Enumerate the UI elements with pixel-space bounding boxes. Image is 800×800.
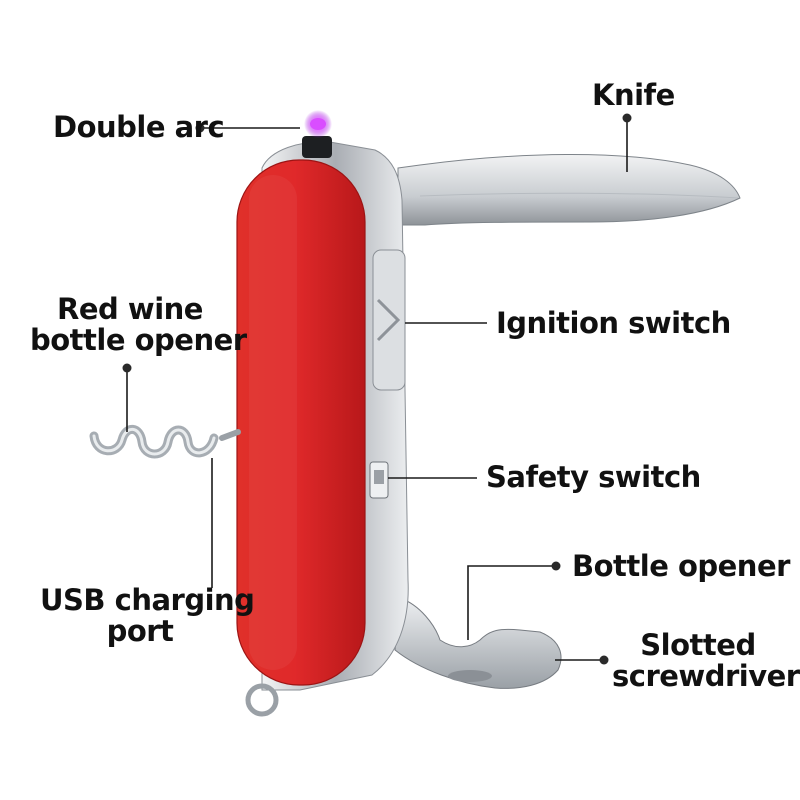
- red-body: [236, 159, 366, 686]
- leader-bottle-opener: [467, 565, 556, 640]
- label-red-wine-line1: Red wine: [57, 292, 203, 326]
- label-usb-charging-port: USB charging port: [40, 583, 255, 648]
- label-slotted-line2: screwdriver: [612, 659, 800, 693]
- dot-double-arc: [195, 123, 205, 133]
- label-ignition-switch: Ignition switch: [496, 306, 731, 340]
- label-bottle-opener: Bottle opener: [572, 549, 790, 583]
- label-red-wine-opener: Red wine bottle opener: [30, 292, 247, 357]
- keyring: [245, 683, 279, 717]
- knife-blade: [397, 153, 741, 226]
- dot-red-wine: [122, 363, 132, 373]
- dot-slotted: [599, 655, 609, 665]
- double-arc-head: [302, 110, 332, 158]
- label-usb-line2: port: [106, 614, 174, 648]
- label-double-arc: Double arc: [53, 110, 225, 144]
- label-safety-switch: Safety switch: [486, 460, 701, 494]
- label-usb-line1: USB charging: [40, 583, 255, 617]
- label-red-wine-line2: bottle opener: [30, 323, 247, 357]
- corkscrew: [89, 424, 241, 459]
- bottle-opener-blade: [394, 597, 562, 689]
- label-knife: Knife: [592, 78, 675, 112]
- label-slotted-screwdriver: Slotted screwdriver: [612, 628, 800, 693]
- dot-bottle-opener: [551, 561, 561, 571]
- label-slotted-line1: Slotted: [640, 628, 756, 662]
- dot-knife: [622, 113, 632, 123]
